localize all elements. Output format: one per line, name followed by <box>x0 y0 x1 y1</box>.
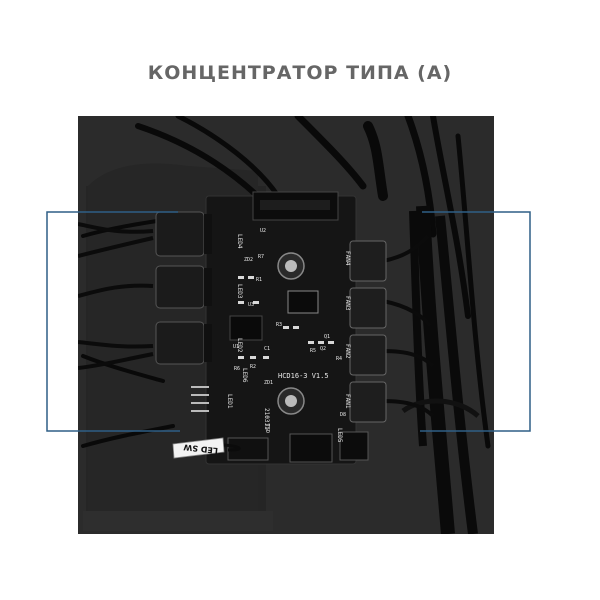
fan-connectors <box>349 240 387 423</box>
label-d8: D8 <box>340 412 346 418</box>
white-pad-chip <box>287 290 319 314</box>
pin-header <box>191 386 209 412</box>
fan-connector <box>349 334 387 376</box>
label-u1: U1 <box>233 344 239 350</box>
label-q2: Q2 <box>320 346 326 352</box>
label-r5: R5 <box>310 348 316 354</box>
label-led6: LED6 <box>241 368 248 383</box>
label-c1: C1 <box>264 346 270 352</box>
label-led1: LED1 <box>226 394 233 409</box>
label-u2: U2 <box>260 228 266 234</box>
smd-components <box>238 276 334 359</box>
led-connector <box>155 265 205 309</box>
label-r3: R3 <box>276 322 282 328</box>
label-fan2: FAN2 <box>344 344 351 359</box>
fan-connector <box>349 287 387 329</box>
led-header <box>204 268 212 306</box>
led-connector <box>155 321 205 365</box>
label-r2: R2 <box>250 364 256 370</box>
mounting-hole-bottom <box>277 387 305 415</box>
label-fan3: FAN3 <box>344 296 351 311</box>
component-labels: U2 U3 U1 ZD2 ZD1 R1 R2 R3 R4 R5 R6 R7 C1… <box>233 228 346 433</box>
led-header <box>204 214 212 254</box>
label-fan4: FAN4 <box>344 251 351 266</box>
label-r1: R1 <box>256 277 262 283</box>
label-zd2: ZD2 <box>244 257 253 263</box>
label-u3: U3 <box>248 302 254 308</box>
label-r7: R7 <box>258 254 264 260</box>
controller-chip <box>229 315 263 341</box>
hub-photo-illustration: LED4 LED3 LED2 LED1 LED5 LED6 FAN4 FAN3 … <box>78 116 494 534</box>
fan-connector <box>349 240 387 282</box>
led-header <box>204 324 212 362</box>
bottom-connector <box>289 433 333 463</box>
led-sw-tag: LED SW <box>172 437 241 459</box>
label-q1: Q1 <box>324 334 330 340</box>
led-connector <box>155 211 205 257</box>
hub-pcb <box>205 195 357 465</box>
label-led5: LED5 <box>336 428 343 443</box>
case-floor <box>83 511 273 531</box>
label-r6: R6 <box>234 366 240 372</box>
mounting-hole-top <box>277 252 305 280</box>
label-zd1: ZD1 <box>264 380 273 386</box>
label-date-code: 210311 <box>263 408 270 430</box>
label-model: HCD16-3 V1.5 <box>278 372 329 380</box>
sata-slot <box>260 200 330 210</box>
label-led2: LED2 <box>236 338 243 353</box>
label-led4: LED4 <box>236 234 243 249</box>
bottom-connector <box>339 431 369 461</box>
label-led3: LED3 <box>236 284 243 299</box>
label-tsd: TSD <box>264 424 270 433</box>
label-fan1: FAN1 <box>344 394 351 409</box>
led-sw-label: LED SW <box>183 442 219 455</box>
page-title: КОНЦЕНТРАТОР ТИПА (А) <box>147 62 453 84</box>
fan-connector <box>349 381 387 423</box>
product-photo: LED4 LED3 LED2 LED1 LED5 LED6 FAN4 FAN3 … <box>78 116 494 534</box>
led-connectors <box>155 211 212 365</box>
label-r4: R4 <box>336 356 342 362</box>
